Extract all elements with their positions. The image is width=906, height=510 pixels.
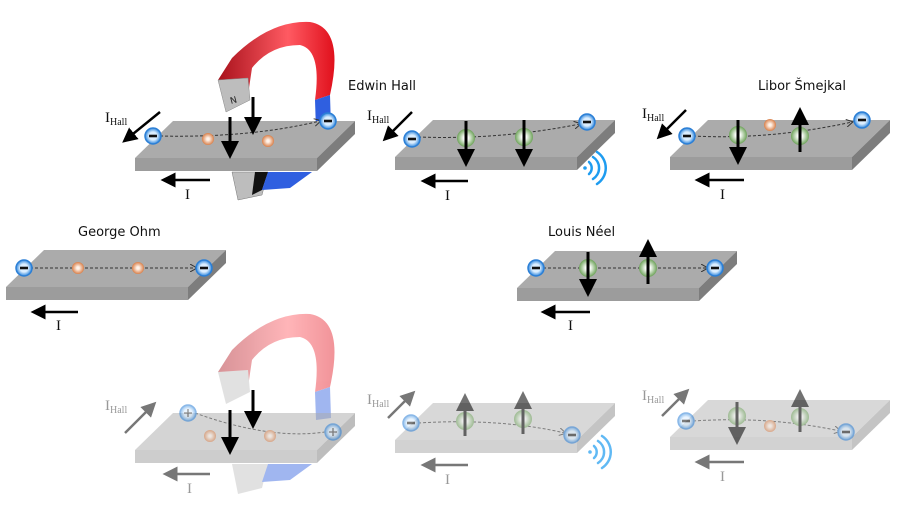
hall-current-label: IHall	[367, 108, 389, 126]
current-label: I	[187, 481, 192, 497]
electron	[563, 426, 581, 444]
slab	[6, 250, 226, 300]
electron	[402, 414, 420, 432]
current-label: I	[56, 318, 61, 334]
current-label: I	[445, 472, 450, 488]
electron	[195, 259, 213, 277]
carrier-path	[194, 412, 326, 435]
electron	[678, 127, 696, 145]
hall-panel-bottom: IHall I	[105, 313, 355, 497]
hole	[132, 262, 144, 274]
electron	[319, 112, 337, 130]
george-ohm-panel: George Ohm I	[6, 225, 226, 334]
electron-path	[417, 124, 580, 138]
electron-path	[692, 122, 852, 138]
slab	[670, 400, 890, 450]
electron	[706, 259, 724, 277]
hall-current-arrow	[382, 111, 413, 142]
electron	[853, 111, 871, 129]
magnet-top: N	[217, 21, 335, 201]
hole	[264, 430, 276, 442]
hole	[262, 135, 274, 147]
electron	[403, 130, 421, 148]
current-label: I	[568, 318, 573, 334]
positive-carrier	[324, 423, 342, 441]
hall-current-arrow	[124, 401, 157, 434]
hole	[764, 420, 776, 432]
magnet-north-pole-label: N	[229, 95, 238, 106]
slab	[517, 251, 737, 301]
hole	[72, 262, 84, 274]
electron	[527, 259, 545, 277]
electron	[15, 259, 33, 277]
hole	[202, 133, 214, 145]
slab	[135, 121, 355, 171]
slab	[395, 403, 615, 453]
hall-current-label: IHall	[105, 110, 127, 128]
hall-current-arrow	[661, 388, 690, 417]
edwin-hall-panel-reversed: IHall I	[367, 390, 615, 488]
hall-current-label: IHall	[642, 106, 664, 124]
hall-current-arrow	[122, 111, 161, 143]
electron	[837, 423, 855, 441]
libor-smejkal-title: Libor Šmejkal	[758, 78, 846, 94]
electron-path	[417, 421, 565, 433]
slab	[670, 120, 890, 170]
electron	[578, 113, 596, 131]
electron	[144, 127, 162, 145]
positive-carrier	[179, 404, 197, 422]
george-ohm-title: George Ohm	[78, 225, 161, 240]
current-label: I	[445, 188, 450, 204]
hall-current-label: IHall	[642, 388, 664, 406]
hall-panel-top: N IHall I	[105, 21, 355, 203]
magnet-bottom	[218, 313, 335, 494]
current-label: I	[720, 187, 725, 203]
edwin-hall-title: Edwin Hall	[348, 79, 416, 94]
current-label: I	[185, 187, 190, 203]
hole	[764, 119, 776, 131]
hole	[204, 430, 216, 442]
electron	[677, 412, 695, 430]
slab	[135, 413, 355, 463]
libor-smejkal-panel-reversed: IHall I	[642, 388, 890, 485]
louis-neel-title: Louis Néel	[548, 225, 615, 240]
edwin-hall-panel: Edwin Hall IHall I	[348, 79, 615, 204]
hall-current-label: IHall	[367, 392, 389, 410]
signal-icon	[586, 434, 613, 470]
hall-current-arrow	[656, 109, 687, 140]
hall-current-label: IHall	[105, 398, 127, 416]
louis-neel-panel: Louis Néel I	[517, 225, 737, 334]
current-label: I	[720, 469, 725, 485]
hall-current-arrow	[387, 390, 416, 419]
libor-smejkal-panel: Libor Šmejkal IHall I	[642, 78, 890, 203]
